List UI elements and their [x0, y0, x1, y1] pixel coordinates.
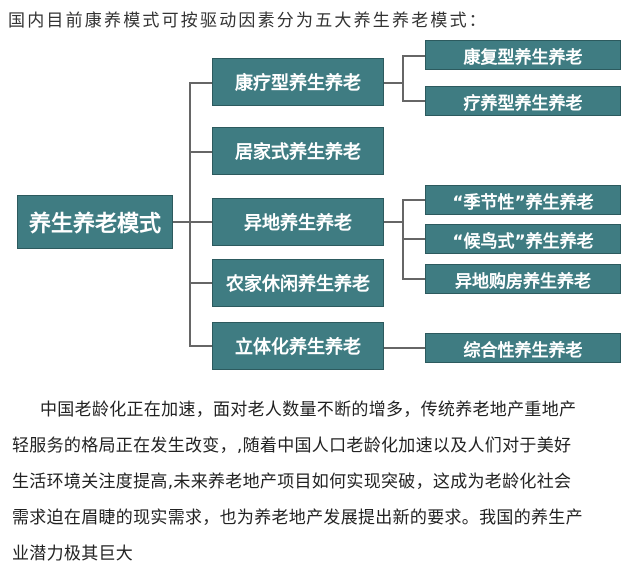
node-jujia: 居家式养生养老: [212, 127, 384, 175]
connector-line: [189, 151, 212, 153]
node-yidi: 异地养生养老: [212, 198, 384, 246]
connector-line: [189, 345, 212, 347]
connector-line: [384, 82, 403, 84]
root-node: 养生养老模式: [17, 195, 173, 249]
connector-line: [402, 55, 425, 57]
connector-line: [173, 221, 190, 223]
connector-line: [402, 238, 425, 240]
connector-line: [402, 278, 425, 280]
intro-title: 国内目前康养模式可按驱动因素分为五大养生养老模式：: [8, 11, 488, 31]
node-kangliao: 康疗型养生养老: [212, 58, 384, 106]
node-houniao: “候鸟式”养生养老: [425, 224, 621, 254]
paragraph-line: 中国老龄化正在加速，面对老人数量不断的增多，传统养老地产重地产: [40, 400, 577, 420]
connector-line: [189, 221, 212, 223]
node-jijiexing: “季节性”养生养老: [425, 185, 621, 215]
node-zonghe: 综合性养生养老: [425, 333, 621, 363]
node-liti: 立体化养生养老: [212, 322, 384, 370]
paragraph-line: 生活环境关注度提高,未来养老地产项目如何实现突破，这成为老龄化社会: [12, 472, 572, 492]
paragraph-line: 业潜力极其巨大: [12, 544, 134, 564]
paragraph-line: 轻服务的格局正在发生改变，,随着中国人口老龄化加速以及人们对于美好: [12, 436, 572, 456]
connector-line: [402, 100, 425, 102]
connector-line: [384, 221, 403, 223]
paragraph-line: 需求迫在眉睫的现实需求，也为养老地产发展提出新的要求。我国的养生产: [12, 508, 583, 528]
connector-line: [402, 55, 404, 101]
connector-line: [384, 347, 425, 349]
node-goufang: 异地购房养生养老: [425, 264, 621, 294]
connector-line: [189, 282, 212, 284]
body-paragraph: 中国老龄化正在加速，面对老人数量不断的增多，传统养老地产重地产 轻服务的格局正在…: [12, 392, 632, 572]
connector-line: [189, 82, 191, 347]
connector-line: [189, 82, 212, 84]
connector-line: [402, 199, 425, 201]
node-kangfu: 康复型养生养老: [425, 40, 621, 70]
node-liaoyang: 疗养型养生养老: [425, 86, 621, 116]
node-nongjia: 农家休闲养生养老: [212, 259, 384, 307]
